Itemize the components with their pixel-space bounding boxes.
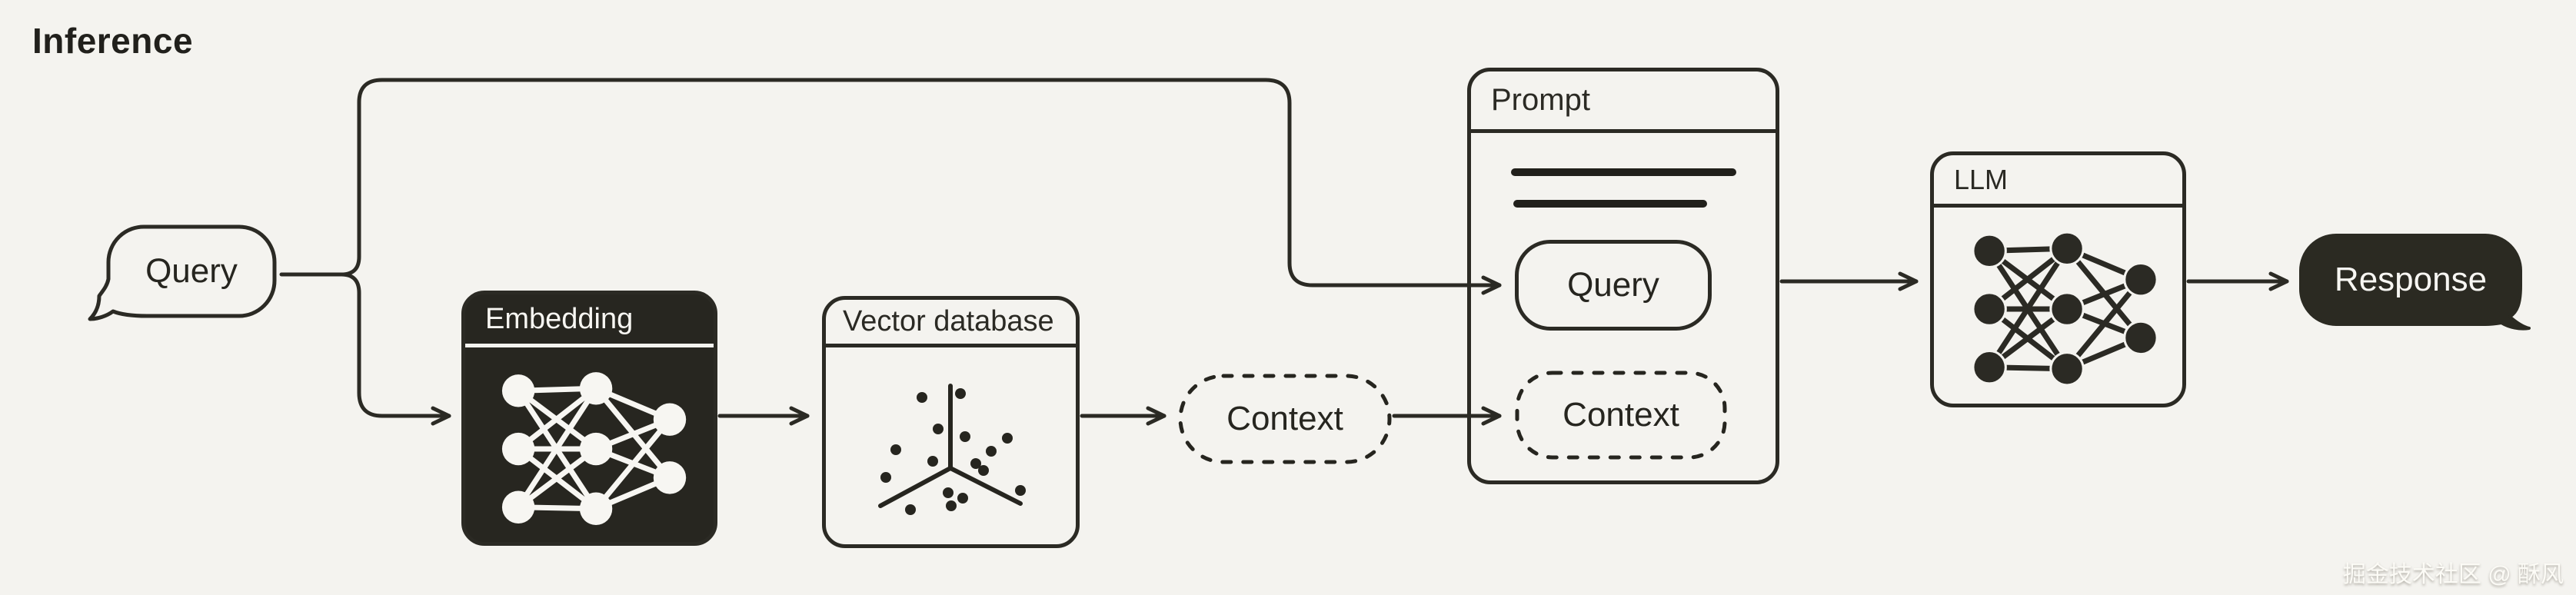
- llm-box: LLM: [1930, 151, 2186, 407]
- axes-scatter-icon: [878, 384, 1026, 515]
- chat-bubble-right-tail-icon: [2299, 234, 2531, 331]
- prompt-text-line-1: [1511, 168, 1736, 176]
- prompt-context-label: Context: [1563, 396, 1679, 434]
- context-bubble-label: Context: [1226, 400, 1343, 437]
- watermark: 掘金技术社区 @ 酥风: [2342, 562, 2564, 587]
- chat-bubble-left-tail-icon: [88, 224, 277, 321]
- neural-network-icon: [501, 372, 687, 525]
- embedding-box: Embedding: [461, 291, 717, 546]
- dashed-pill-outline: [1515, 371, 1727, 460]
- prompt-title: Prompt: [1471, 71, 1776, 133]
- vector-database-box: Vector database: [822, 296, 1080, 548]
- dashed-pill-outline: [1178, 374, 1392, 464]
- query-bubble-label: Query: [145, 252, 238, 290]
- embedding-title: Embedding: [465, 294, 714, 347]
- context-bubble: Context: [1178, 374, 1392, 464]
- page-title: Inference: [32, 21, 194, 61]
- prompt-text-line-2: [1513, 200, 1707, 208]
- prompt-query-label: Query: [1567, 266, 1659, 304]
- llm-title: LLM: [1934, 155, 2182, 208]
- prompt-box: Prompt Query Context: [1467, 68, 1779, 484]
- arrow-query-to-prompt-query: [279, 78, 1502, 295]
- response-bubble-label: Response: [2334, 261, 2488, 298]
- query-bubble: Query: [73, 224, 288, 331]
- arrow-query-to-embedding: [339, 272, 451, 426]
- prompt-query-pill: Query: [1515, 240, 1712, 331]
- neural-network-icon: [1972, 231, 2158, 387]
- vector-database-title: Vector database: [826, 300, 1076, 347]
- response-bubble: Response: [2295, 231, 2534, 338]
- prompt-context-pill: Context: [1515, 371, 1727, 460]
